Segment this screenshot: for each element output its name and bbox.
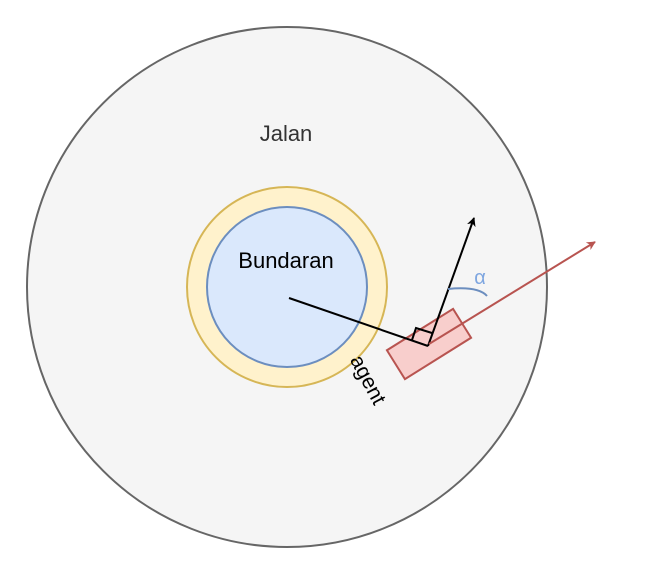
roundabout-label: Bundaran <box>238 248 333 273</box>
radius-line <box>288 297 429 347</box>
tangent-vector <box>427 217 476 347</box>
angle-arc <box>447 287 488 297</box>
heading-arrow <box>428 241 596 345</box>
angle-label: α <box>474 267 486 289</box>
right-angle-marker <box>411 326 433 341</box>
road-label: Jalan <box>260 121 313 146</box>
roundabout-center <box>206 206 368 368</box>
